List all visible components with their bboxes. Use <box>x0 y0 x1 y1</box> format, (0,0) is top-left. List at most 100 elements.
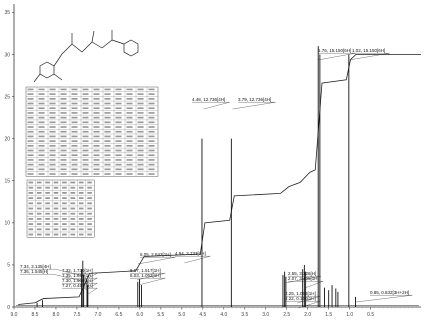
table-cell-text-blur <box>82 93 89 95</box>
table-cell-text-blur <box>70 228 76 231</box>
table-cell-text-blur <box>49 163 56 166</box>
table-cell-text-blur <box>45 212 50 215</box>
table-cell-text-blur <box>148 140 155 142</box>
table-cell-text-blur <box>104 107 111 110</box>
table-cell-text-blur <box>60 154 67 157</box>
table-cell-text-blur <box>148 154 155 157</box>
table-cell-text-blur <box>126 112 133 114</box>
table-cell-text-blur <box>78 192 84 194</box>
table-cell-text-blur <box>38 102 45 105</box>
table-cell-text-blur <box>104 145 111 147</box>
table-cell-text-blur <box>93 145 100 147</box>
table-cell-text-blur <box>126 154 133 157</box>
table-cell-text-blur <box>49 154 56 157</box>
table-cell-text-blur <box>115 135 122 138</box>
peak-annotation-label: 6.07, 1.517[1H] <box>130 268 161 273</box>
table-cell-text-blur <box>115 154 122 157</box>
table-cell-text-blur <box>60 102 67 105</box>
y-tick-label: 0 <box>7 305 10 311</box>
table-cell-text-blur <box>38 168 45 171</box>
table-cell-text-blur <box>49 126 56 128</box>
x-tick-label: 0.5 <box>367 312 374 318</box>
y-tick-label: 35 <box>4 10 10 16</box>
bond <box>91 41 103 49</box>
table-cell-text-blur <box>126 126 133 128</box>
table-cell-text-blur <box>53 212 59 215</box>
x-tick-label: 4.5 <box>199 312 206 318</box>
table-cell-text-blur <box>49 102 56 105</box>
table-cell-text-blur <box>27 107 34 110</box>
table-cell-text-blur <box>38 154 45 157</box>
y-tick-label: 5 <box>7 263 10 269</box>
table-cell-text-blur <box>45 181 50 184</box>
table-cell-text-blur <box>27 88 34 91</box>
x-tick-label: 1.5 <box>325 312 332 318</box>
x-tick-label: 5.0 <box>178 312 185 318</box>
annotation-leader-line <box>317 53 356 61</box>
table-cell-text-blur <box>71 130 78 133</box>
table-cell-text-blur <box>82 163 89 166</box>
annotation-leader-line <box>83 278 98 286</box>
table-cell-text-blur <box>126 93 133 95</box>
table-cell-text-blur <box>126 107 133 110</box>
annotation-leader-line <box>84 273 98 281</box>
peak-annotation-label: 6.05, 2.843[1H] <box>140 252 171 257</box>
peak-annotation-label: 4.48, 12.736[4H] <box>192 97 225 102</box>
table-cell-text-blur <box>126 140 133 142</box>
table-cell-text-blur <box>36 233 42 236</box>
x-tick-label: 8.0 <box>52 312 59 318</box>
table-cell-text-blur <box>45 218 50 220</box>
table-cell-text-blur <box>93 140 100 142</box>
table-cell-text-blur <box>87 181 92 184</box>
table-cell-text-blur <box>53 233 59 236</box>
table-cell-text-blur <box>38 135 45 138</box>
table-cell-text-blur <box>104 163 111 166</box>
y-tick-label: 10 <box>4 221 10 227</box>
peak-annotations-layer: 7.34, 2.135[4H]7.36, 1.545[H]7.32, 1.730… <box>20 48 413 309</box>
table-cell-text-blur <box>36 207 42 210</box>
table-cell-text-blur <box>60 93 67 95</box>
table-cell-text-blur <box>137 102 144 105</box>
table-cell-text-blur <box>104 159 111 161</box>
table-cell-text-blur <box>93 102 100 105</box>
table-cell-text-blur <box>93 93 100 95</box>
x-tick-label: 8.5 <box>32 312 39 318</box>
peak-annotation-label: 7.36, 1.545[H] <box>20 269 48 274</box>
table-cell-text-blur <box>78 202 84 205</box>
table-cell-text-blur <box>104 121 111 124</box>
table-cell-text-blur <box>70 223 76 226</box>
peak-annotation-label: 2.25, 1.058[1H] <box>285 291 316 296</box>
table-cell-text-blur <box>70 207 76 210</box>
table-cell-text-blur <box>78 186 84 189</box>
table-cell-text-blur <box>126 168 133 171</box>
table-cell-text-blur <box>49 116 56 119</box>
table-cell-text-blur <box>62 202 67 205</box>
table-cell-text-blur <box>71 140 78 142</box>
table-cell-text-blur <box>148 163 155 166</box>
table-cell-text-blur <box>126 102 133 105</box>
table-cell-text-blur <box>82 121 89 124</box>
table-cell-text-blur <box>104 154 111 157</box>
table-cell-text-blur <box>53 202 59 205</box>
table-cell-text-blur <box>82 98 89 100</box>
table-cell-text-blur <box>148 130 155 133</box>
table-cell-text-blur <box>93 149 100 152</box>
table-cell-text-blur <box>27 130 34 133</box>
table-cell-text-blur <box>28 212 34 215</box>
table-cell-text-blur <box>53 207 59 210</box>
table-cell-text-blur <box>27 121 34 124</box>
table-cell-text-blur <box>137 173 144 175</box>
table-cell-text-blur <box>78 207 84 210</box>
table-cell-text-blur <box>38 126 45 128</box>
table-cell-text-blur <box>137 116 144 119</box>
table-cell-text-blur <box>38 93 45 95</box>
table-cell-text-blur <box>70 197 76 200</box>
table-cell-text-blur <box>60 168 67 171</box>
bond <box>101 39 113 49</box>
table-cell-text-blur <box>60 130 67 133</box>
assignment-table-1 <box>25 86 159 177</box>
table-cell-text-blur <box>45 197 50 200</box>
table-cell-text-blur <box>45 207 50 210</box>
table-cell-text-blur <box>38 88 45 91</box>
table-cell-text-blur <box>82 116 89 119</box>
